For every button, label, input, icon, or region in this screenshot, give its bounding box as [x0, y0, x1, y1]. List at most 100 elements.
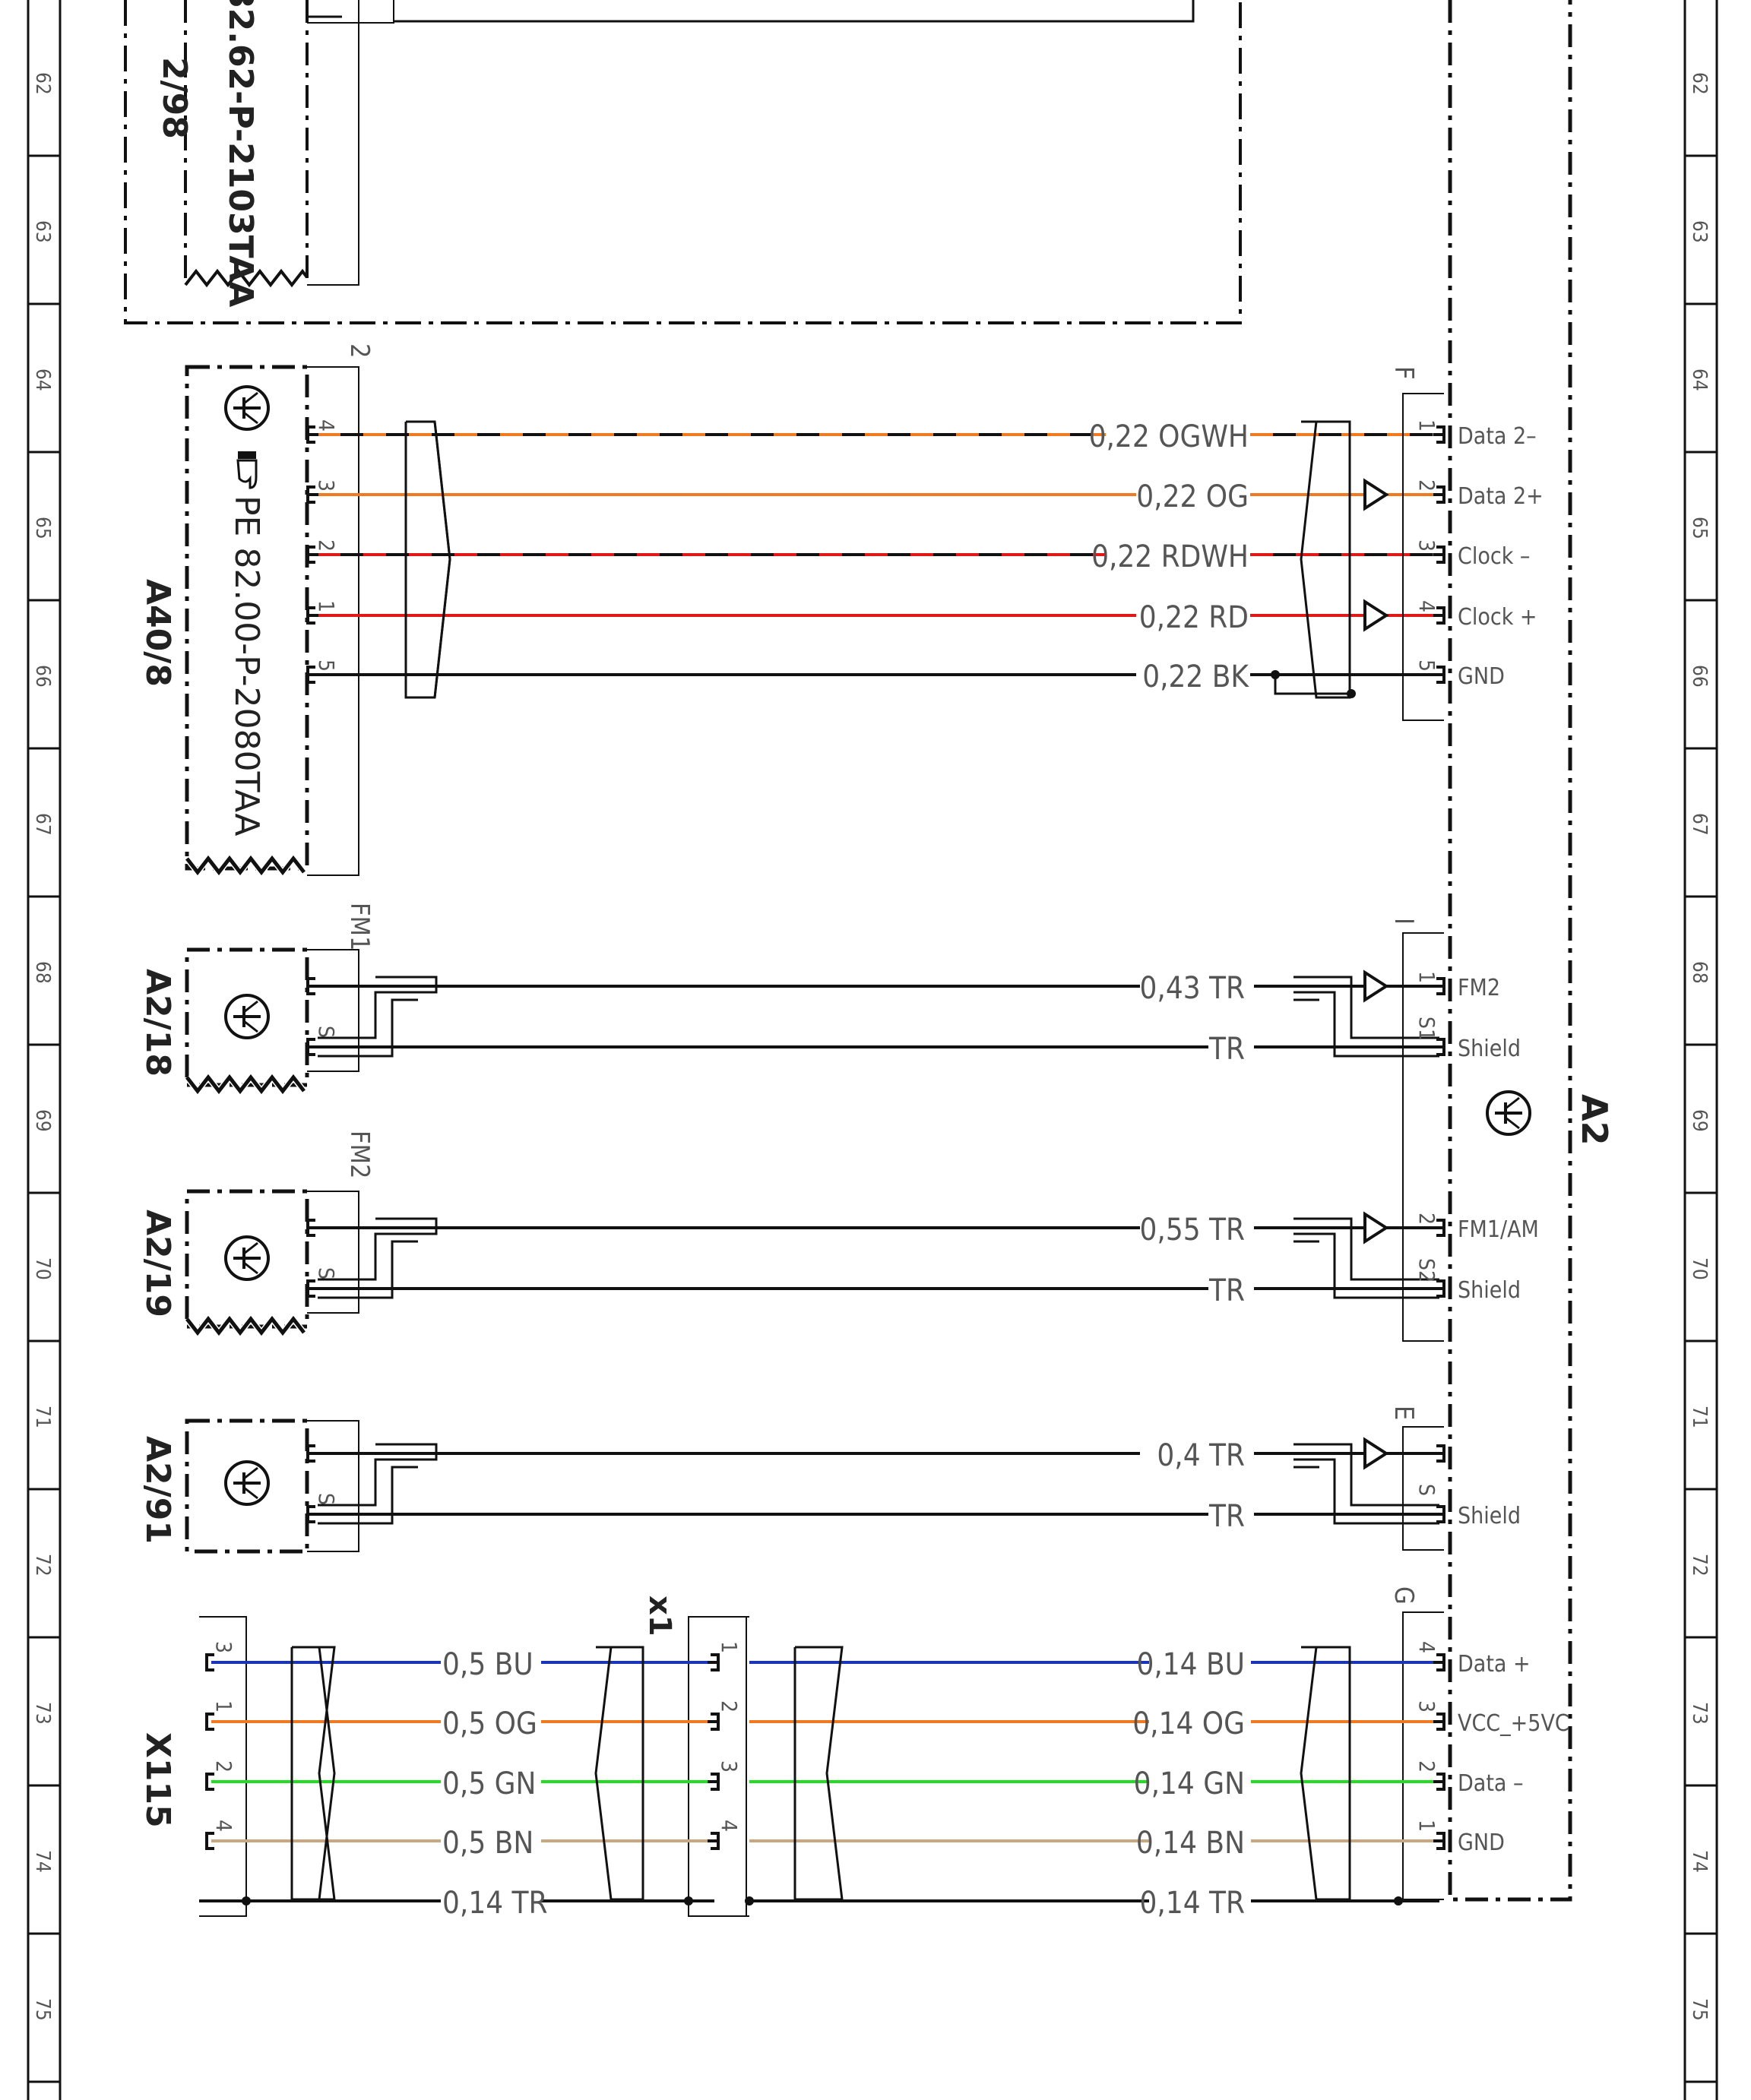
junction-dot [684, 1896, 693, 1905]
signal-label: Shield [1458, 1036, 1521, 1062]
connector-g-label: G [1388, 1586, 1419, 1605]
connector-i: I [1388, 918, 1444, 1342]
ruler-number-left: 63 [31, 220, 54, 243]
triangle-arrow-icon [1363, 1211, 1389, 1245]
component-a2-91: A2/91 [138, 1418, 359, 1554]
pin-label: S1 [1414, 1017, 1439, 1041]
pin-label: 3 [211, 1641, 236, 1653]
signal-label: GND [1458, 1830, 1505, 1856]
pin-terminal [205, 1773, 214, 1791]
triangle-arrow-icon [1363, 478, 1389, 511]
pin-label: 2 [1414, 1213, 1439, 1225]
wire-label: 0,4 TR [1157, 1438, 1245, 1473]
ruler-number-left: 74 [31, 1850, 54, 1873]
wire-label: 0,14 OG [1132, 1706, 1245, 1741]
coax-shield-right [1293, 991, 1439, 1058]
pin-label: S2 [1414, 1258, 1439, 1282]
wire-label: 0,5 BU [442, 1647, 534, 1682]
signal-label: Data – [1458, 1770, 1524, 1797]
coax-shield-right [1293, 1217, 1439, 1281]
coax-shield-left [318, 976, 438, 1039]
pin-label: 3 [717, 1760, 742, 1773]
signal-label: VCC_+5VC [1458, 1710, 1569, 1737]
pin-label: S [314, 1267, 339, 1279]
ruler-number-right: 75 [1688, 1998, 1711, 2021]
ground-tie [1274, 675, 1351, 695]
coax-shield-left [318, 1443, 438, 1507]
coax-shield-left [318, 1217, 438, 1281]
transistor-icon [224, 994, 270, 1039]
connector-g: G [1388, 1586, 1444, 1900]
ruler-number-left: 64 [31, 368, 54, 391]
ruler-number-left: 75 [31, 1998, 54, 2021]
ruler-number-right: 74 [1688, 1850, 1711, 1873]
junction-dot [1271, 670, 1280, 679]
pin-label: 2 [314, 539, 339, 552]
a2-91-label: A2/91 [138, 1436, 177, 1544]
ruler-number-right: 70 [1688, 1257, 1711, 1280]
transistor-icon [224, 1235, 270, 1281]
ruler-number-left: 67 [31, 813, 54, 836]
component-a40-8: PE 82.00-P-2080TAA A40/8 2 [138, 343, 375, 878]
component-a2-19: A2/19 FM2 [138, 1131, 375, 1338]
pin-label: 2 [211, 1760, 236, 1773]
wire-label: 0,14 TR [1140, 1886, 1246, 1921]
pin-label: 3 [314, 479, 339, 492]
connector-i-label: I [1388, 918, 1419, 925]
wire-label: 0,22 OG [1136, 479, 1249, 514]
pin-label: 1 [314, 600, 339, 612]
ruler-number-left: 72 [31, 1554, 54, 1577]
junction-dot [1394, 1896, 1403, 1905]
junction-dot [242, 1896, 251, 1905]
ruler-number-left: 62 [31, 72, 54, 95]
ruler-number-left: 73 [31, 1702, 54, 1725]
wire-label: 0,22 RD [1139, 600, 1249, 635]
pin-label: S [1414, 1484, 1439, 1496]
pin-label: 3 [1414, 539, 1439, 552]
coax-shield-left [318, 1240, 418, 1299]
pin-label: S [314, 1026, 339, 1038]
wire-label: 0,5 BN [442, 1826, 534, 1861]
pin-label: 2 [1414, 1760, 1439, 1773]
ruler-number-left: 65 [31, 517, 54, 539]
pin-label: 1 [1414, 971, 1439, 983]
a2-label: A2 [1574, 1094, 1615, 1146]
signal-label: Clock – [1458, 543, 1530, 570]
ruler-number-left: 71 [31, 1406, 54, 1428]
wire-label: 0,14 GN [1134, 1766, 1245, 1801]
wire-label: 0,5 GN [442, 1766, 536, 1801]
ruler-right [1683, 0, 1718, 2100]
signal-label: Data 2– [1458, 423, 1537, 450]
ruler-ticks [28, 154, 1717, 2083]
wire-label: TR [1208, 1032, 1245, 1067]
wire-label: 0,22 BK [1142, 659, 1249, 694]
junction-dot [745, 1896, 754, 1905]
component-x1: x1 [642, 1596, 749, 1917]
signal-label: Shield [1458, 1277, 1521, 1304]
top-component: 2/98 82.62-P-2103TAA [124, 0, 1242, 324]
transistor-icon [1486, 1090, 1531, 1136]
wire-label: 0,22 RDWH [1091, 539, 1249, 574]
a40-8-label: A40/8 [138, 579, 177, 687]
ruler-number-right: 72 [1688, 1554, 1711, 1577]
ruler-number-left: 68 [31, 961, 54, 984]
wire-label: 0,55 TR [1140, 1213, 1246, 1248]
signal-label: Shield [1458, 1503, 1521, 1529]
pin-terminal [205, 1713, 214, 1731]
ruler-number-left: 69 [31, 1109, 54, 1132]
transistor-icon [224, 385, 270, 431]
wire-label: 0,14 BN [1136, 1826, 1245, 1861]
signal-label: Data + [1458, 1651, 1531, 1678]
ruler-number-right: 68 [1688, 961, 1711, 984]
ruler-number-right: 67 [1688, 813, 1711, 836]
pin-label: 4 [717, 1820, 742, 1832]
triangle-arrow-icon [1363, 599, 1389, 632]
connector-f-label: F [1388, 366, 1419, 380]
wire-label: 0,22 OGWH [1089, 419, 1249, 454]
connector-e-label: E [1388, 1406, 1419, 1420]
a2-18-label: A2/18 [138, 969, 177, 1077]
